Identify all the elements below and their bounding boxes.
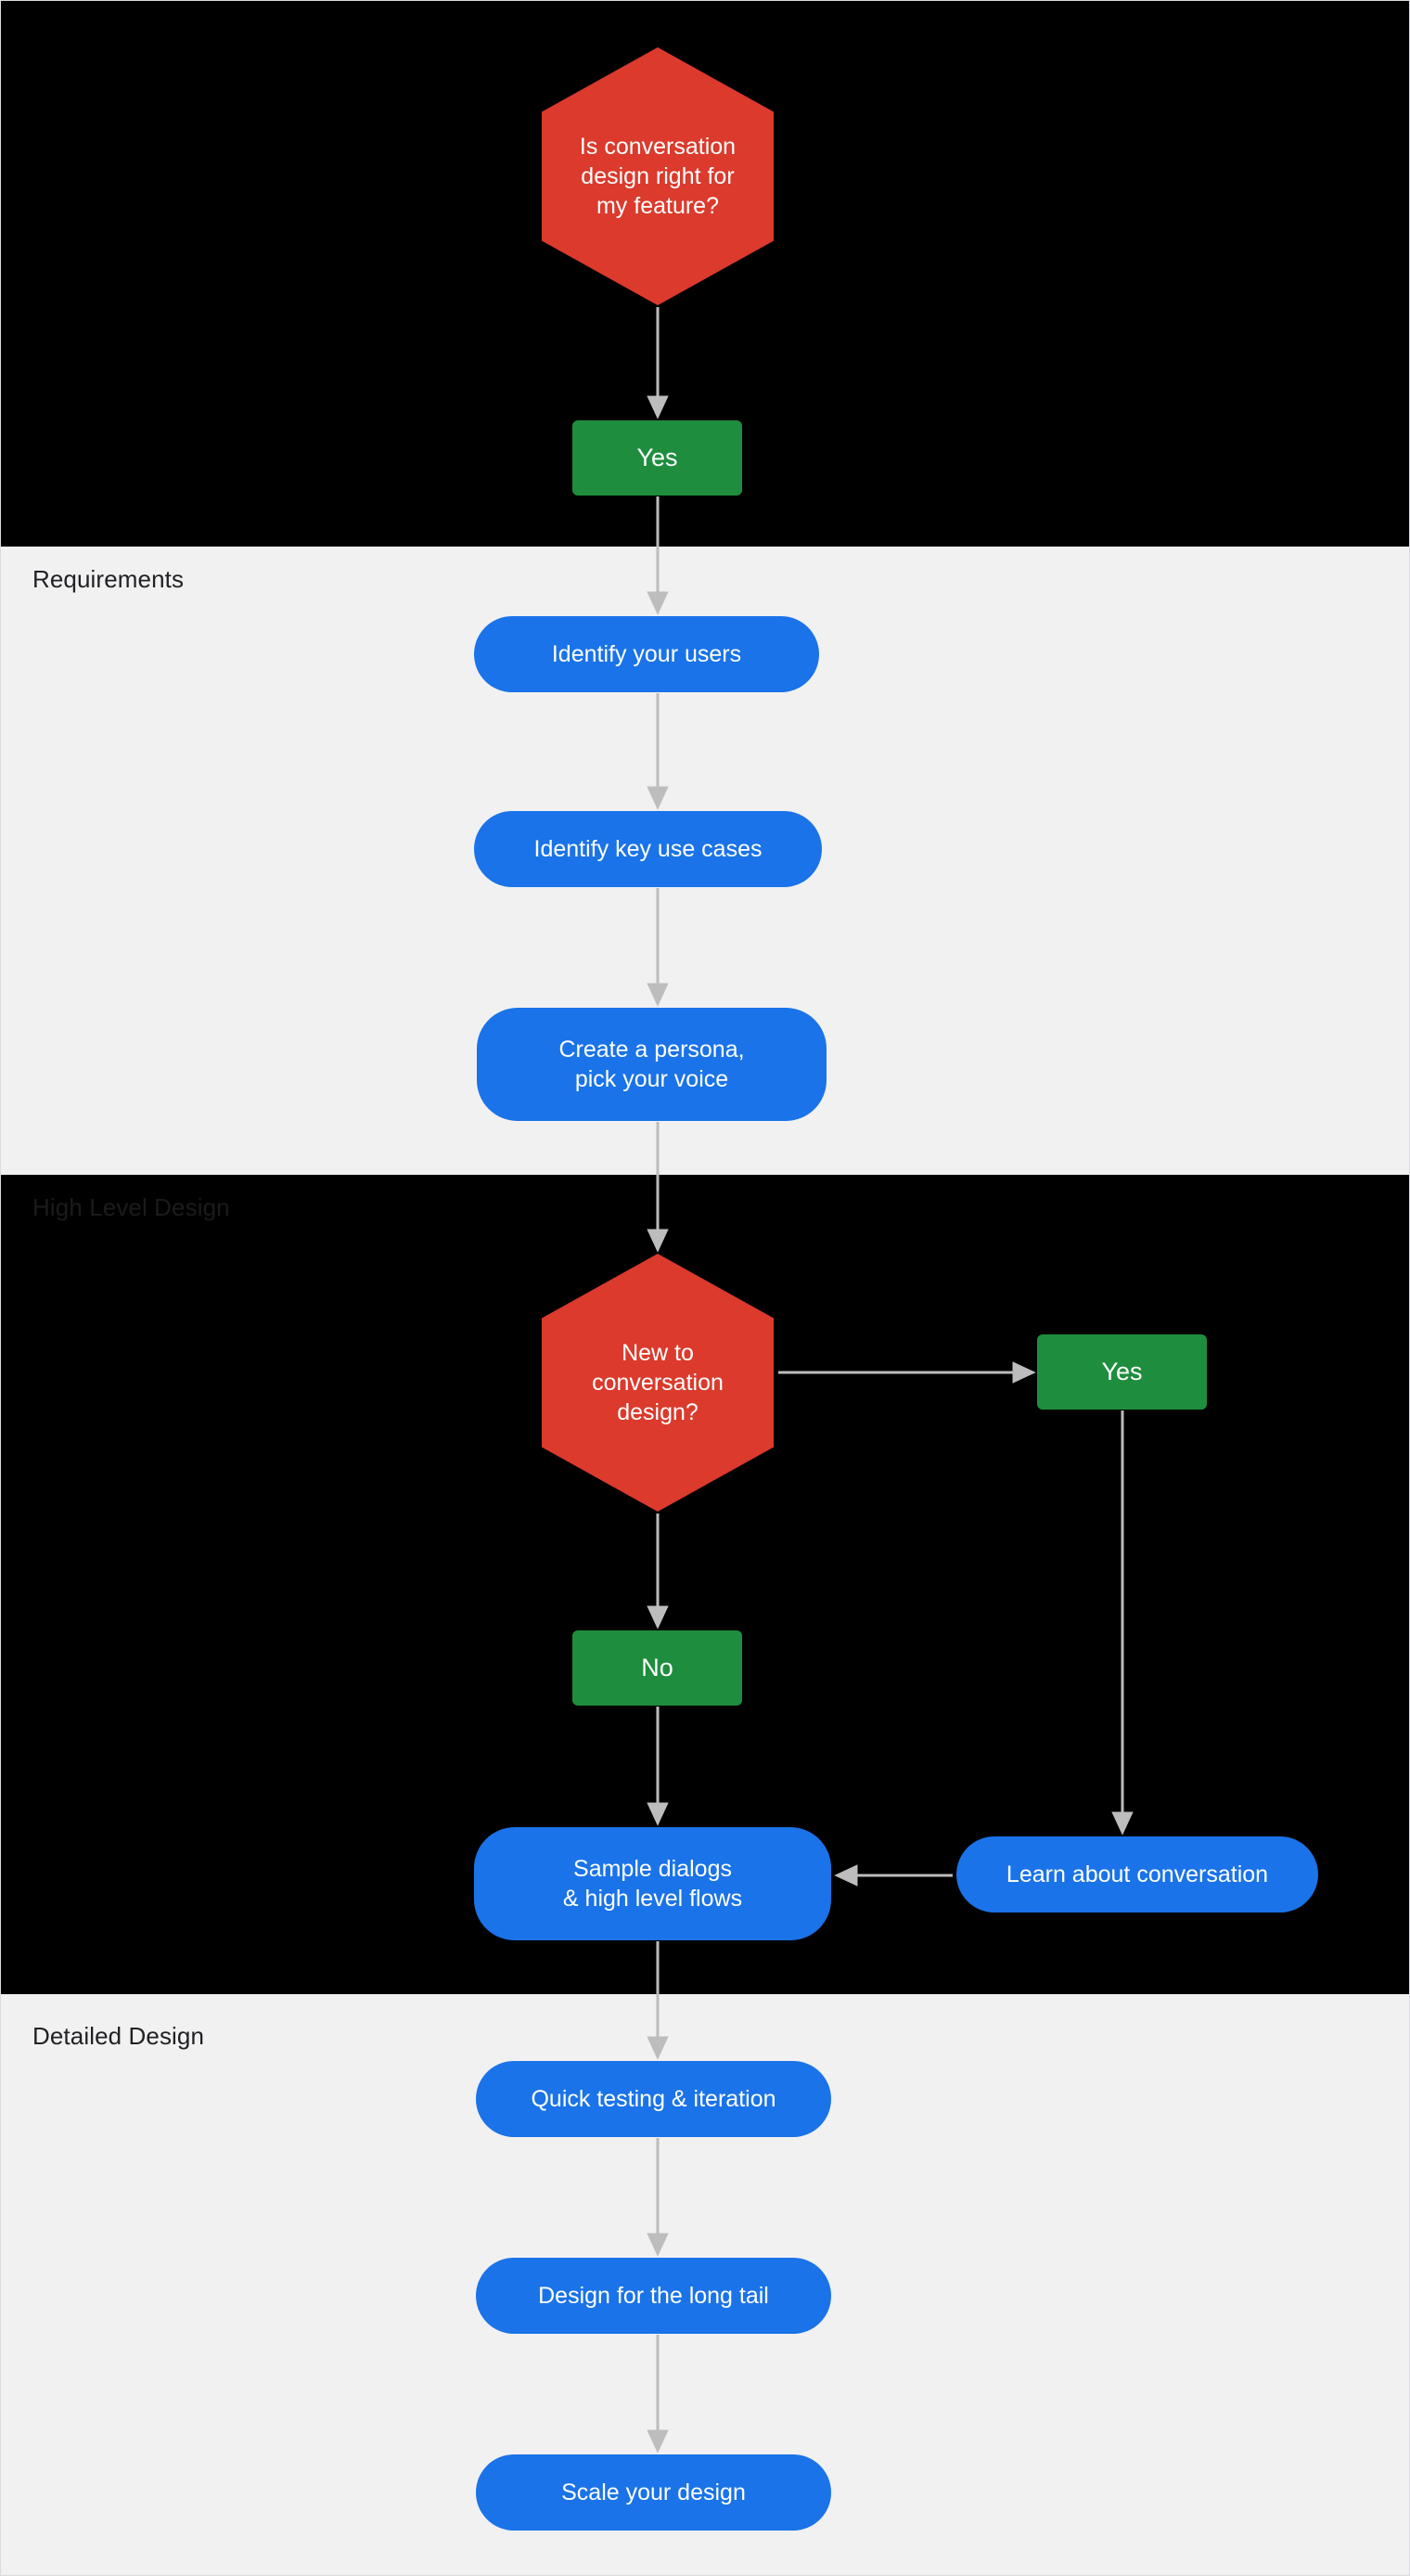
decision-node-conversation-design-right[interactable]: Is conversation design right for my feat…: [542, 47, 774, 305]
step-label: Quick testing & iteration: [531, 2086, 776, 2112]
answer-node-no-new-to-design[interactable]: No: [572, 1630, 742, 1706]
step-label: Design for the long tail: [538, 2283, 769, 2309]
decision-node-new-to-conversation-design[interactable]: New to conversation design?: [542, 1254, 774, 1512]
decision-line-2: conversation: [592, 1370, 724, 1396]
step-line-1: Sample dialogs: [573, 1856, 732, 1882]
step-line-1: Create a persona,: [558, 1037, 745, 1063]
answer-label: No: [641, 1654, 673, 1682]
step-node-learn-about-conversation[interactable]: Learn about conversation: [956, 1836, 1318, 1913]
decision-line-3: design?: [617, 1399, 699, 1425]
step-line-2: & high level flows: [562, 1886, 743, 1912]
section-label-high-level-design: High Level Design: [32, 1193, 230, 1221]
answer-node-yes-new-to-design[interactable]: Yes: [1037, 1334, 1207, 1410]
section-label-detailed-design: Detailed Design: [32, 2022, 205, 2050]
step-node-identify-your-users[interactable]: Identify your users: [474, 616, 819, 692]
step-label: Identify your users: [551, 641, 742, 667]
decision-line-1: New to: [622, 1340, 694, 1366]
step-node-sample-dialogs-high-level-flows[interactable]: Sample dialogs & high level flows: [474, 1827, 831, 1940]
step-node-identify-key-use-cases[interactable]: Identify key use cases: [474, 811, 822, 887]
step-line-2: pick your voice: [574, 1066, 729, 1092]
answer-label: Yes: [1101, 1358, 1143, 1386]
section-label-requirements: Requirements: [32, 565, 185, 593]
step-label: Identify key use cases: [533, 836, 763, 862]
answer-node-yes-top[interactable]: Yes: [572, 420, 742, 496]
step-label: Learn about conversation: [1006, 1861, 1269, 1887]
decision-line-2: design right for: [581, 163, 735, 189]
step-node-create-persona-pick-voice[interactable]: Create a persona, pick your voice: [477, 1008, 827, 1121]
decision-line-3: my feature?: [596, 193, 719, 219]
step-label: Scale your design: [561, 2479, 746, 2505]
answer-label: Yes: [636, 444, 678, 472]
decision-line-1: Is conversation: [579, 134, 737, 160]
step-node-quick-testing-iteration[interactable]: Quick testing & iteration: [476, 2061, 831, 2137]
step-node-design-for-long-tail[interactable]: Design for the long tail: [476, 2258, 831, 2334]
step-node-scale-your-design[interactable]: Scale your design: [476, 2454, 831, 2531]
